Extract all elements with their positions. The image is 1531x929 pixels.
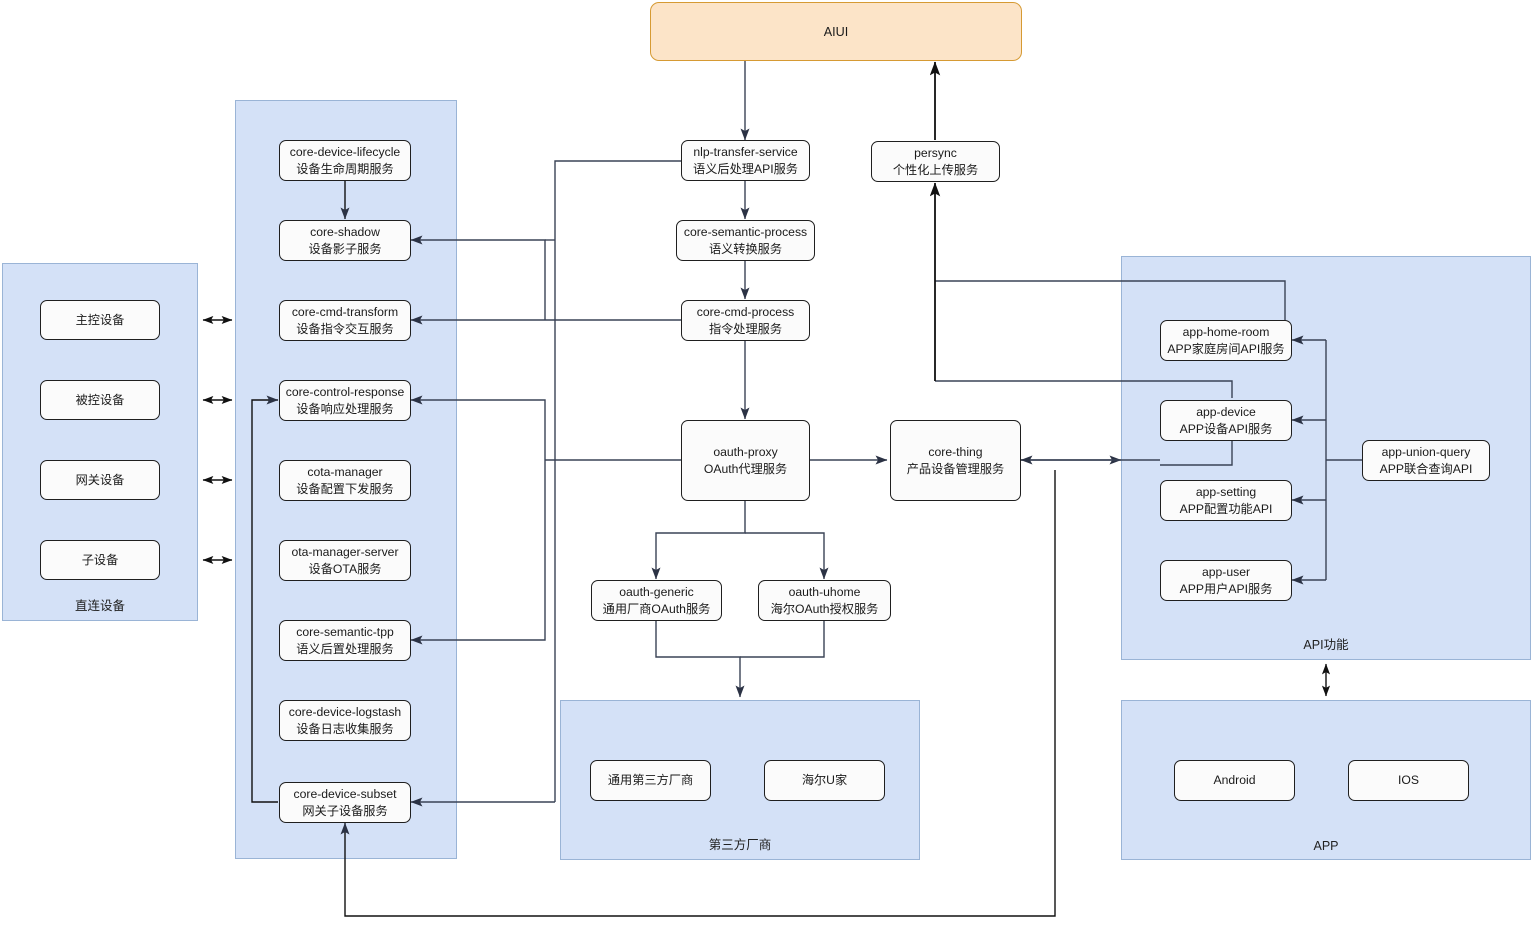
node-label-en: core-device-subset	[293, 787, 397, 802]
node-label-cn: 指令处理服务	[708, 321, 783, 336]
node-label-cn: 通用第三方厂商	[607, 773, 694, 788]
node-label-en: oauth-uhome	[788, 585, 861, 600]
node-label-en: core-control-response	[285, 385, 405, 400]
node-persync[interactable]: persync 个性化上传服务	[871, 141, 1000, 182]
node-label-cn: APP联合查询API	[1379, 461, 1473, 476]
node-label-en: ota-manager-server	[291, 545, 399, 560]
node-label-cn: 网关设备	[75, 472, 125, 487]
node-label-cn: 主控设备	[75, 312, 125, 327]
node-label-en: core-cmd-process	[696, 305, 795, 320]
node-label-en: core-shadow	[310, 225, 380, 240]
node-core-semantic-process[interactable]: core-semantic-process 语义转换服务	[676, 220, 815, 261]
node-label-en: core-thing	[928, 445, 983, 460]
node-core-device-subset[interactable]: core-device-subset 网关子设备服务	[279, 782, 411, 823]
node-label-en: app-device	[1196, 405, 1256, 420]
node-label-cn: 被控设备	[75, 392, 125, 407]
node-label-cn: 产品设备管理服务	[906, 461, 1005, 476]
node-ota-manager-server[interactable]: ota-manager-server 设备OTA服务	[279, 540, 411, 581]
node-ios[interactable]: IOS	[1348, 760, 1469, 801]
node-cota-manager[interactable]: cota-manager 设备配置下发服务	[279, 460, 411, 501]
node-oauth-generic[interactable]: oauth-generic 通用厂商OAuth服务	[591, 580, 722, 621]
node-label-cn: 设备影子服务	[308, 241, 382, 256]
node-core-device-lifecycle[interactable]: core-device-lifecycle 设备生命周期服务	[279, 140, 411, 181]
node-label-en: cota-manager	[307, 465, 383, 480]
node-label-en: oauth-generic	[619, 585, 694, 600]
node-app-union-query[interactable]: app-union-query APP联合查询API	[1362, 440, 1490, 481]
node-label-en: app-user	[1201, 565, 1251, 580]
node-android[interactable]: Android	[1174, 760, 1295, 801]
node-label-cn: 个性化上传服务	[892, 162, 979, 177]
node-main-control-device[interactable]: 主控设备	[40, 300, 160, 340]
group-app-label: APP	[1313, 839, 1339, 853]
node-label-en: app-setting	[1195, 485, 1257, 500]
node-sub-device[interactable]: 子设备	[40, 540, 160, 580]
node-label-cn: APP设备API服务	[1179, 421, 1273, 436]
node-core-cmd-process[interactable]: core-cmd-process 指令处理服务	[681, 300, 810, 341]
node-label-cn: 海尔OAuth授权服务	[770, 601, 879, 616]
node-label-cn: 设备OTA服务	[308, 561, 382, 576]
node-label-cn: 语义转换服务	[708, 241, 783, 256]
node-label-en: oauth-proxy	[713, 445, 778, 460]
node-label-cn: IOS	[1398, 773, 1419, 788]
node-oauth-uhome[interactable]: oauth-uhome 海尔OAuth授权服务	[758, 580, 891, 621]
node-core-semantic-tpp[interactable]: core-semantic-tpp 语义后置处理服务	[279, 620, 411, 661]
node-core-thing[interactable]: core-thing 产品设备管理服务	[890, 420, 1021, 501]
node-nlp-transfer-service[interactable]: nlp-transfer-service 语义后处理API服务	[681, 140, 810, 181]
node-app-device[interactable]: app-device APP设备API服务	[1160, 400, 1292, 441]
node-label-en: core-semantic-process	[683, 225, 808, 240]
node-label-cn: 设备配置下发服务	[296, 481, 394, 496]
group-third-party-label: 第三方厂商	[708, 838, 772, 852]
node-app-user[interactable]: app-user APP用户API服务	[1160, 560, 1292, 601]
node-app-setting[interactable]: app-setting APP配置功能API	[1160, 480, 1292, 521]
node-label-en: persync	[914, 146, 957, 161]
node-label-cn: APP用户API服务	[1179, 581, 1273, 596]
node-label-en: app-union-query	[1381, 445, 1471, 460]
node-label-cn: APP配置功能API	[1179, 501, 1273, 516]
node-haier-ujia[interactable]: 海尔U家	[764, 760, 885, 801]
node-label-cn: 设备日志收集服务	[296, 721, 394, 736]
node-label-cn: 网关子设备服务	[302, 803, 388, 818]
node-label-en: core-cmd-transform	[291, 305, 399, 320]
group-direct-device-label: 直连设备	[74, 599, 125, 613]
node-label-cn: APP家庭房间API服务	[1167, 341, 1285, 356]
node-label-en: nlp-transfer-service	[693, 145, 798, 160]
node-label-cn: 海尔U家	[801, 773, 848, 788]
node-aiui[interactable]: AIUI	[650, 2, 1022, 61]
node-label-cn: Android	[1213, 773, 1256, 788]
node-oauth-proxy[interactable]: oauth-proxy OAuth代理服务	[681, 420, 810, 501]
node-label-cn: 通用厂商OAuth服务	[602, 601, 711, 616]
node-label-en: app-home-room	[1182, 325, 1270, 340]
node-core-control-response[interactable]: core-control-response 设备响应处理服务	[279, 380, 411, 421]
group-api-function-label: API功能	[1303, 638, 1349, 652]
node-label-en: core-device-logstash	[288, 705, 402, 720]
node-label-cn: 语义后置处理服务	[296, 641, 394, 656]
node-label-cn: 设备指令交互服务	[296, 321, 394, 336]
node-label-cn: 设备响应处理服务	[296, 401, 394, 416]
node-label-cn: 语义后处理API服务	[693, 161, 798, 176]
node-label-cn: 子设备	[81, 552, 119, 567]
node-label-cn: 设备生命周期服务	[296, 161, 394, 176]
node-controlled-device[interactable]: 被控设备	[40, 380, 160, 420]
node-gateway-device[interactable]: 网关设备	[40, 460, 160, 500]
node-app-home-room[interactable]: app-home-room APP家庭房间API服务	[1160, 320, 1292, 361]
node-label-cn: OAuth代理服务	[703, 461, 788, 476]
node-aiui-label: AIUI	[823, 24, 849, 39]
node-core-device-logstash[interactable]: core-device-logstash 设备日志收集服务	[279, 700, 411, 741]
node-core-shadow[interactable]: core-shadow 设备影子服务	[279, 220, 411, 261]
node-label-en: core-semantic-tpp	[296, 625, 394, 640]
node-core-cmd-transform[interactable]: core-cmd-transform 设备指令交互服务	[279, 300, 411, 341]
node-generic-third-party-vendor[interactable]: 通用第三方厂商	[590, 760, 711, 801]
node-label-en: core-device-lifecycle	[289, 145, 401, 160]
